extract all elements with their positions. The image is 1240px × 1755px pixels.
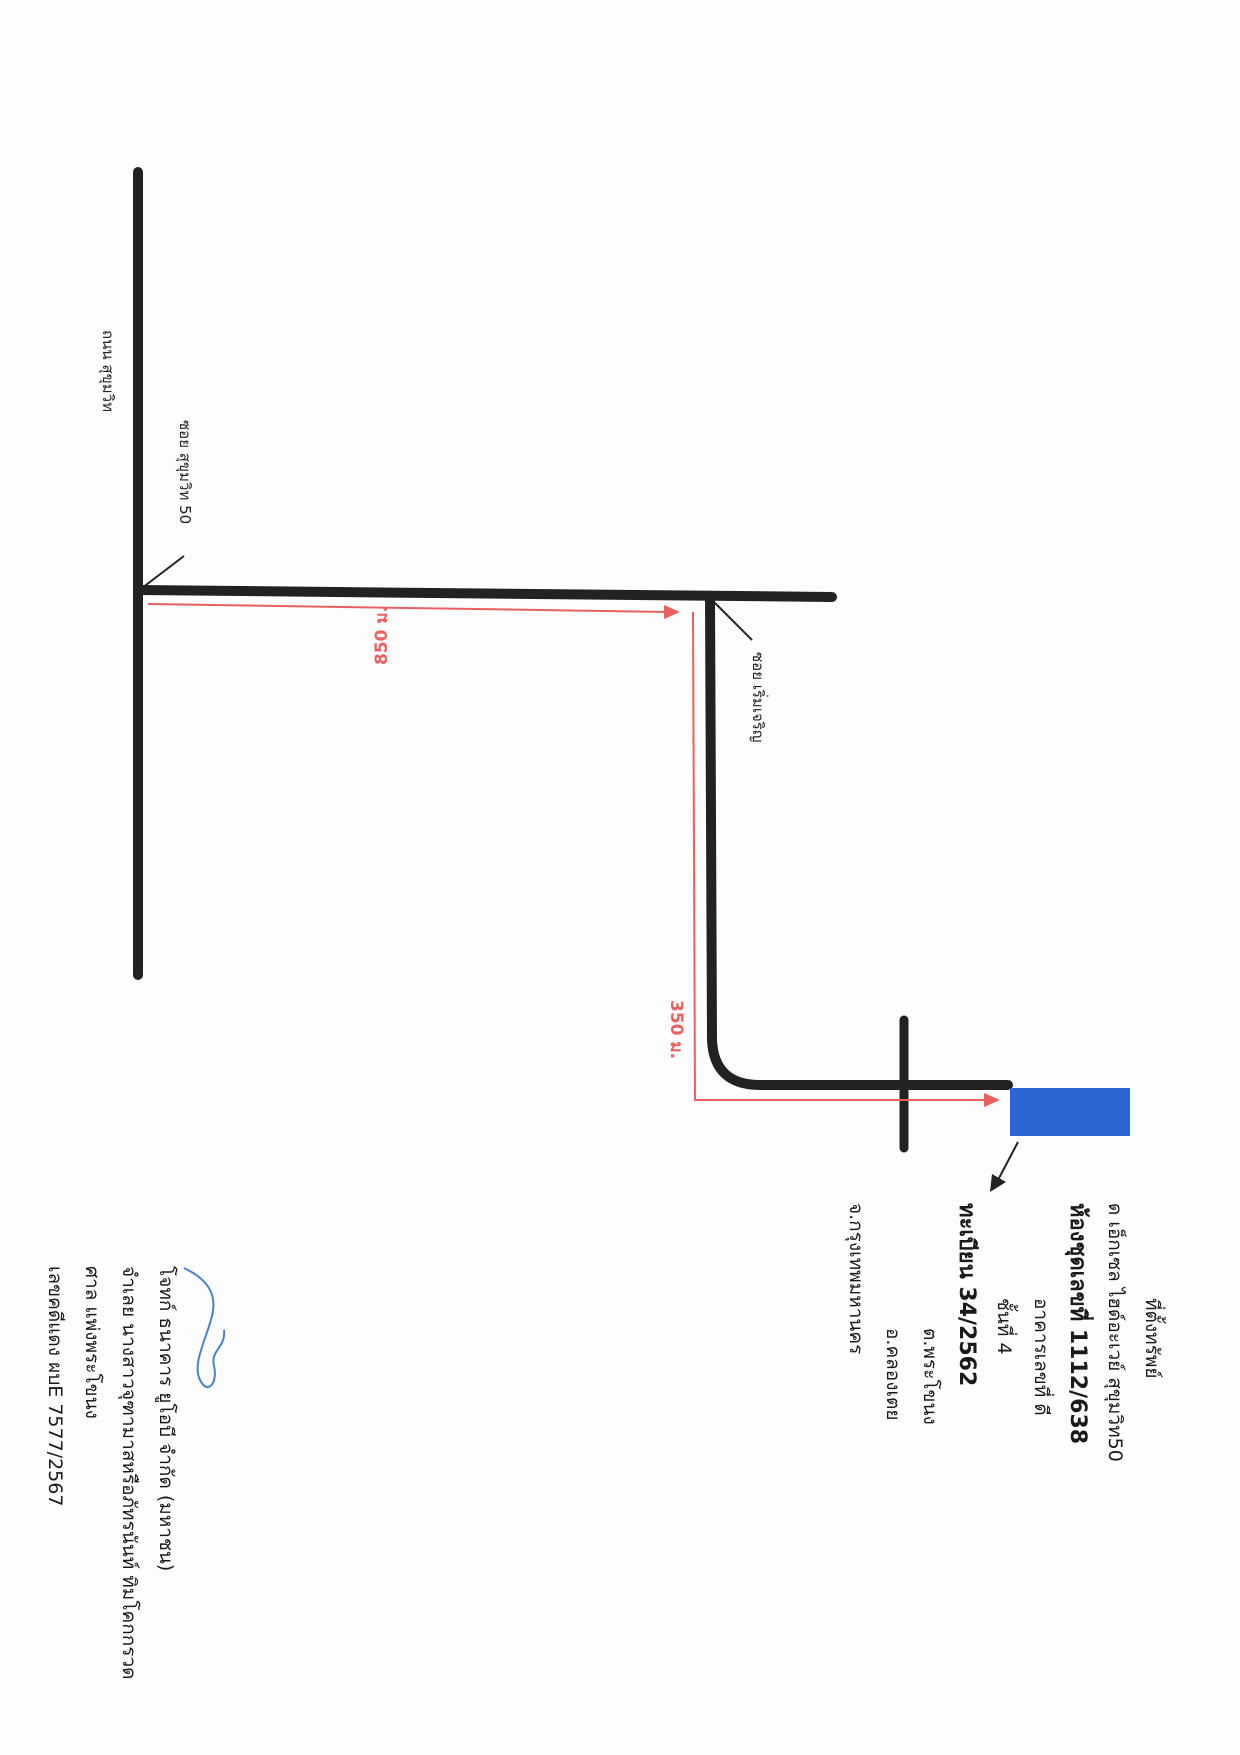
property-project: ด เอ็กเซล ไฮด์อะเวย์ สุขุมวิท50 [1104,1203,1126,1462]
property-unit-number: ห้องชุดเลขที่ 1112/638 [1065,1203,1090,1445]
arrowhead-850 [664,605,680,619]
label-distance-350: 350 ม. [666,1000,686,1060]
property-pointer-line [997,1141,1019,1181]
property-building: อาคารเลขที่ ดี [1030,1298,1052,1416]
property-subdistrict: ต.พระโขนง [919,1328,941,1425]
label-distance-850: 850 ม. [372,605,392,665]
case-number-line: เลขคดีแดง ผบE 7577/2567 [44,1266,66,1507]
distance-arrow-350 [692,611,990,1101]
case-header-block: โจทก์ ธนาคาร ยูโอบี จำกัด (มหาชน) จำเลย … [36,1266,184,1679]
defendant-line: จำเลย นางสาวจุฑามาสหรือภัทรนันท์ ทิมโคกก… [118,1266,140,1680]
property-floor: ชั้นที่ 4 [993,1298,1015,1355]
arrowhead-350 [984,1093,1000,1107]
property-registration: ทะเบียน 34/2562 [954,1203,979,1387]
property-province: จ.กรุงเทพมหานคร [845,1203,867,1355]
pointer-soi-50 [141,555,185,589]
property-address-block: ที่ตั้งทรัพย์ ด เอ็กเซล ไฮด์อะเวย์ สุขุม… [837,1203,1170,1462]
property-pointer-head [990,1174,1006,1192]
signature [183,1267,226,1388]
property-heading: ที่ตั้งทรัพย์ [1141,1298,1163,1379]
label-soi-roemcharoen: ซอย เริ่มเจริญ [749,652,767,743]
property-marker [1010,1088,1130,1136]
court-line: ศาล แพ่งพระโขนง [81,1266,103,1419]
label-soi-sukhumvit-50: ซอย สุขุมวิท 50 [176,420,194,525]
road-soi-roemcharoen [705,592,1013,1090]
road-soi-sukhumvit-50 [133,585,837,602]
label-main-road: ถนน สุขุมวิท [99,330,117,412]
property-district: อ.คลองเตย [882,1328,904,1421]
distance-arrow-850 [147,603,671,613]
pointer-soi-roemcharoen [711,599,753,641]
plaintiff-line: โจทก์ ธนาคาร ยูโอบี จำกัด (มหาชน) [155,1266,177,1572]
